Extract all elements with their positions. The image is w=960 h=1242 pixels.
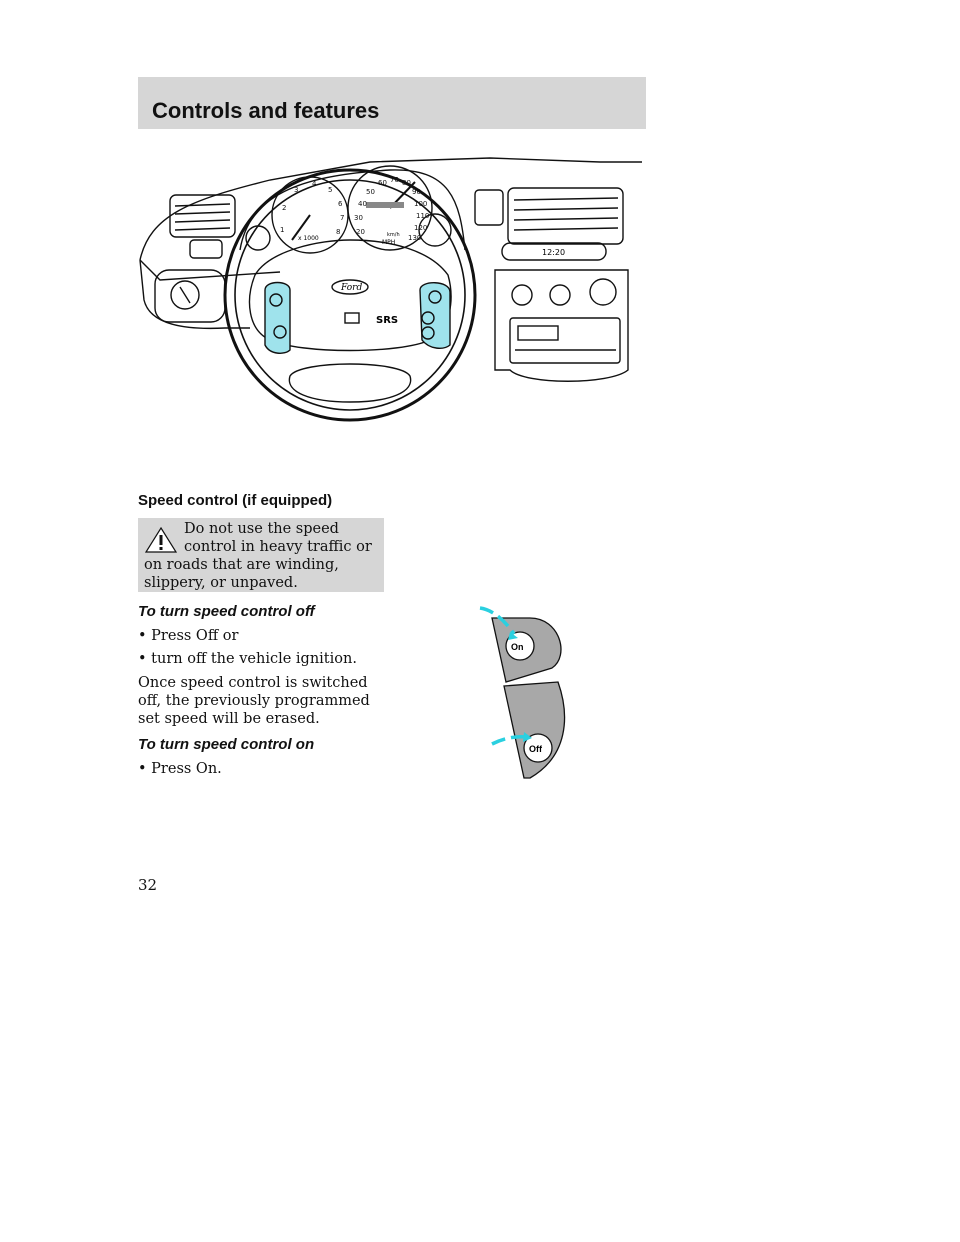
dashboard-illustration: x 1000 MPH km/h 12:20 Ford SRS 1 2 3 4 5… (139, 157, 642, 422)
speed-number: 120 (414, 224, 427, 232)
srs-label: SRS (376, 315, 398, 326)
speedo-label: MPH (382, 239, 395, 246)
speed-control-switch: On Off (479, 606, 566, 779)
off-paragraph: Once speed control is switched off, the … (138, 675, 370, 727)
tach-number: 8 (336, 228, 340, 236)
on-label: On (511, 642, 524, 652)
speed-number: 20 (356, 228, 365, 236)
tach-number: 5 (328, 186, 332, 194)
speed-number: 80 (402, 179, 411, 187)
speed-number: 60 (378, 179, 387, 187)
ford-logo: Ford (340, 283, 362, 293)
off-button[interactable] (523, 733, 553, 763)
off-bullet: Press Off or (138, 627, 388, 645)
speed-number: 50 (366, 188, 375, 196)
warning-text: Do not use the speed control in heavy tr… (144, 521, 372, 591)
section-title: Speed control (if equipped) (138, 492, 333, 509)
speed-number: 30 (354, 214, 363, 222)
tach-number: 7 (340, 214, 344, 222)
tach-label: x 1000 (298, 235, 319, 242)
header-band (138, 77, 646, 129)
on-bullet: Press On. (138, 760, 388, 778)
on-heading: To turn speed control on (138, 736, 315, 753)
warning-box (138, 518, 384, 592)
speed-number: 40 (358, 200, 367, 208)
off-bullet: turn off the vehicle ignition. (138, 650, 388, 668)
tach-number: 2 (282, 204, 286, 212)
clock-display: 12:20 (542, 248, 565, 257)
speed-number: 70 (390, 176, 399, 184)
page-number: 32 (138, 876, 158, 894)
tach-number: 3 (294, 186, 298, 194)
off-label: Off (529, 744, 543, 754)
speed-number: 90 (412, 188, 421, 196)
speed-number: 130 (408, 234, 421, 242)
speedo-sub-label: km/h (387, 232, 400, 238)
speed-number: 110 (416, 212, 429, 220)
speed-number: 100 (414, 200, 427, 208)
page-title: Controls and features (152, 98, 380, 123)
tach-number: 4 (312, 180, 317, 188)
tach-number: 1 (280, 226, 284, 234)
tach-number: 6 (338, 200, 343, 208)
off-heading: To turn speed control off (138, 603, 315, 620)
warning-icon (144, 526, 178, 553)
